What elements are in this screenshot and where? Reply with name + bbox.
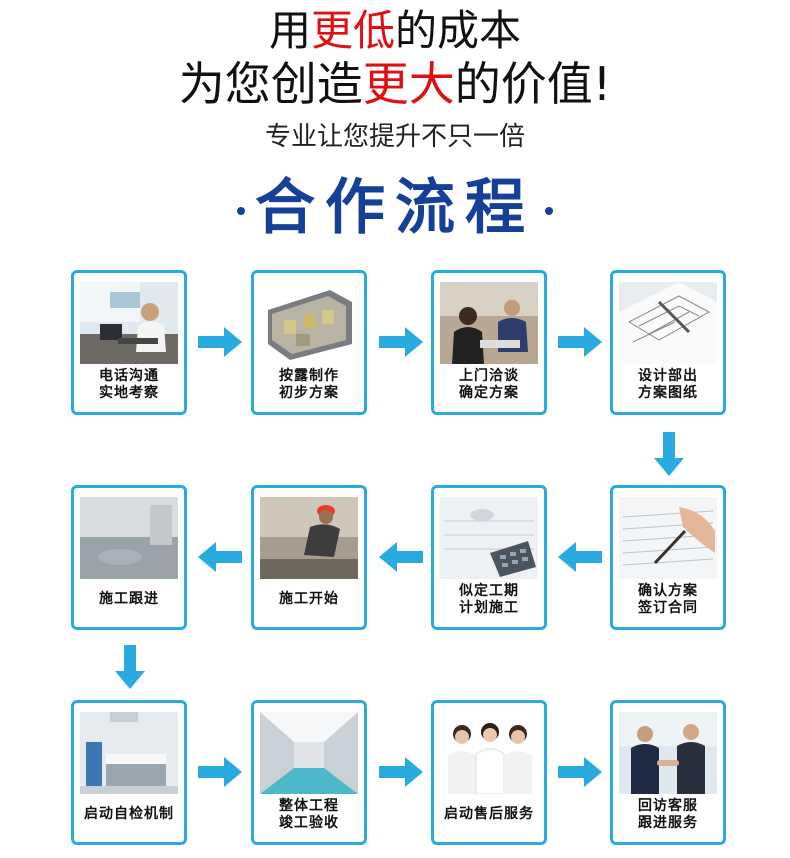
step-2-line2: 初步方案: [279, 385, 339, 401]
3d-model-photo: [260, 282, 358, 364]
step-12-line1: 回访客服: [638, 798, 698, 814]
blueprint-photo: [619, 282, 717, 364]
headline-1-post: 的成本: [395, 6, 522, 55]
arrow-right-icon: [558, 327, 602, 357]
step-caption-10: 整体工程竣工验收: [254, 798, 364, 832]
step-card-11: 启动售后服务: [431, 700, 547, 845]
step-card-6: 似定工期计划施工: [431, 485, 547, 630]
headline-line-1: 用更低的成本: [0, 8, 790, 54]
calculator-photo: [440, 497, 538, 579]
step-caption-3: 上门洽谈确定方案: [434, 368, 544, 402]
step-card-2: 按露制作初步方案: [251, 270, 367, 415]
step-12-line2: 跟进服务: [638, 815, 698, 831]
step-caption-9: 启动自检机制: [74, 798, 184, 823]
arrow-down-icon: [115, 645, 145, 689]
step-11-line1: 启动售后服务: [444, 806, 534, 822]
step-10-line1: 整体工程: [279, 798, 339, 814]
headline-line-3: 专业让您提升不只一倍: [264, 122, 525, 152]
step-3-line2: 确定方案: [459, 385, 519, 401]
headline-2-accent: 更大: [362, 57, 455, 111]
step-10-line2: 竣工验收: [279, 815, 339, 831]
arrow-right-icon: [198, 327, 242, 357]
step-caption-12: 回访客服跟进服务: [613, 798, 723, 832]
step-card-3: 上门洽谈确定方案: [431, 270, 547, 415]
step-caption-6: 似定工期计划施工: [434, 583, 544, 617]
step-6-line1: 似定工期: [459, 583, 519, 599]
office-call-photo: [80, 282, 178, 364]
step-5-line1: 确认方案: [638, 583, 698, 599]
arrow-right-icon: [379, 757, 423, 787]
step-4-line2: 方案图纸: [638, 385, 698, 401]
step-9-line1: 启动自检机制: [84, 806, 174, 822]
signing-photo: [619, 497, 717, 579]
step-caption-4: 设计部出方案图纸: [613, 368, 723, 402]
step-card-8: 施工跟进: [71, 485, 187, 630]
step-card-7: 施工开始: [251, 485, 367, 630]
step-card-4: 设计部出方案图纸: [610, 270, 726, 415]
step-card-12: 回访客服跟进服务: [610, 700, 726, 845]
step-card-10: 整体工程竣工验收: [251, 700, 367, 845]
step-3-line1: 上门洽谈: [459, 368, 519, 384]
lab-photo: [80, 712, 178, 794]
support-team-photo: [440, 712, 538, 794]
handshake-photo: [619, 712, 717, 794]
step-card-9: 启动自检机制: [71, 700, 187, 845]
step-6-line2: 计划施工: [459, 600, 519, 616]
step-4-line1: 设计部出: [638, 368, 698, 384]
step-caption-1: 电话沟通实地考察: [74, 368, 184, 402]
arrow-down-icon: [654, 432, 684, 476]
step-1-line2: 实地考察: [99, 385, 159, 401]
worker-photo: [260, 497, 358, 579]
arrow-left-icon: [558, 542, 602, 572]
arrow-right-icon: [558, 757, 602, 787]
step-1-line1: 电话沟通: [99, 368, 159, 384]
arrow-right-icon: [379, 327, 423, 357]
arrow-right-icon: [198, 757, 242, 787]
headline-1-pre: 用: [268, 6, 311, 55]
headline-2-pre: 为您创造: [178, 57, 363, 111]
step-8-line1: 施工跟进: [99, 591, 159, 607]
step-card-1: 电话沟通实地考察: [71, 270, 187, 415]
step-caption-2: 按露制作初步方案: [254, 368, 364, 402]
section-title: 合作流程: [0, 168, 790, 248]
step-2-line1: 按露制作: [279, 368, 339, 384]
step-7-line1: 施工开始: [279, 591, 339, 607]
step-caption-5: 确认方案签订合同: [613, 583, 723, 617]
step-card-5: 确认方案签订合同: [610, 485, 726, 630]
headline-line-2: 为您创造更大的价值!: [0, 58, 790, 110]
meeting-photo: [440, 282, 538, 364]
arrow-left-icon: [379, 542, 423, 572]
step-caption-11: 启动售后服务: [434, 798, 544, 823]
step-5-line2: 签订合同: [638, 600, 698, 616]
section-title-text: 合作流程: [255, 173, 535, 243]
title-dot-right: [545, 207, 553, 216]
headline-2-post: 的价值!: [454, 57, 612, 111]
arrow-left-icon: [198, 542, 242, 572]
headline-1-accent: 更低: [310, 6, 395, 55]
title-dot-left: [237, 207, 245, 216]
room-photo: [80, 497, 178, 579]
corridor-photo: [260, 712, 358, 794]
step-caption-7: 施工开始: [254, 583, 364, 608]
step-caption-8: 施工跟进: [74, 583, 184, 608]
